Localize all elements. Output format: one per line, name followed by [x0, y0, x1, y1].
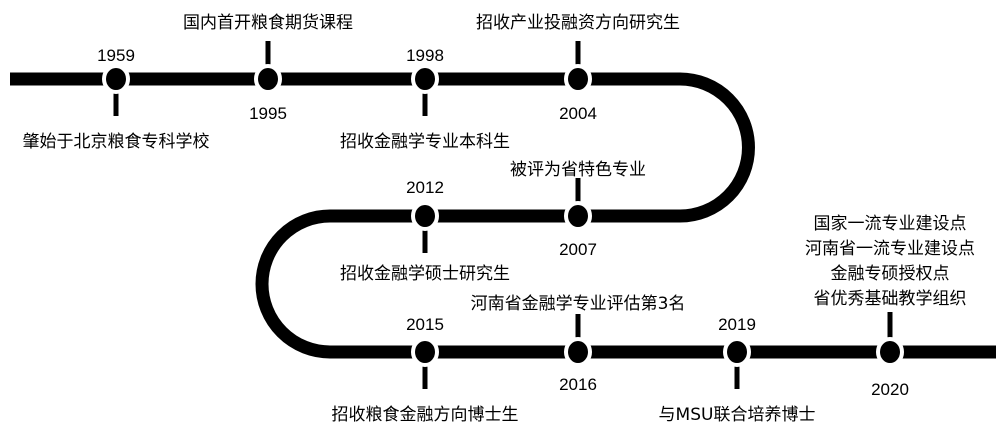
event-year: 2016	[559, 375, 597, 394]
event-year: 1959	[97, 46, 135, 65]
event-node-dot	[723, 337, 751, 367]
event-node-dot	[564, 337, 592, 367]
event-description: 招收产业投融资方向研究生	[476, 13, 680, 33]
event-description: 河南省金融学专业评估第3名	[471, 294, 686, 314]
timeline-event-2004: 2004 招收产业投融资方向研究生	[476, 13, 680, 123]
timeline-event-1998: 1998 招收金融学专业本科生	[340, 46, 510, 152]
event-description: 国内首开粮食期货课程	[183, 13, 353, 33]
event-node-dot	[102, 64, 130, 94]
event-node-dot	[411, 64, 439, 94]
timeline-event-2015: 2015 招收粮食金融方向博士生	[332, 315, 519, 425]
event-year: 2015	[406, 315, 444, 334]
event-description: 肇始于北京粮食专科学校	[23, 132, 210, 152]
event-description: 招收金融学专业本科生	[340, 132, 510, 152]
event-description: 金融专硕授权点	[831, 264, 950, 284]
event-description: 被评为省特色专业	[510, 160, 646, 180]
event-year: 2007	[559, 240, 597, 259]
event-year: 2004	[559, 104, 597, 123]
event-year: 2019	[718, 315, 756, 334]
event-year: 2012	[406, 178, 444, 197]
event-year: 1995	[249, 104, 287, 123]
timeline-event-1995: 1995 国内首开粮食期货课程	[183, 13, 353, 123]
event-description: 国家一流专业建设点	[814, 214, 967, 234]
timeline-event-2016: 2016 河南省金融学专业评估第3名	[471, 294, 686, 394]
event-node-dot	[564, 201, 592, 231]
event-description: 招收粮食金融方向博士生	[332, 405, 519, 425]
event-node-dot	[254, 64, 282, 94]
timeline-event-1959: 1959 肇始于北京粮食专科学校	[23, 46, 210, 152]
timeline-event-2007: 2007 被评为省特色专业	[510, 160, 646, 259]
event-description: 省优秀基础教学组织	[814, 289, 967, 309]
event-year: 1998	[406, 46, 444, 65]
timeline-event-2012: 2012 招收金融学硕士研究生	[340, 178, 510, 284]
event-description: 河南省一流专业建设点	[805, 239, 975, 259]
event-description: 招收金融学硕士研究生	[340, 264, 510, 284]
event-node-dot	[411, 337, 439, 367]
event-node-dot	[564, 64, 592, 94]
event-description: 与MSU联合培养博士	[659, 405, 816, 425]
timeline-path	[10, 72, 996, 359]
event-year: 2020	[871, 380, 909, 399]
timeline-event-2019: 2019 与MSU联合培养博士	[659, 315, 816, 425]
event-node-dot	[876, 337, 904, 367]
event-node-dot	[411, 201, 439, 231]
